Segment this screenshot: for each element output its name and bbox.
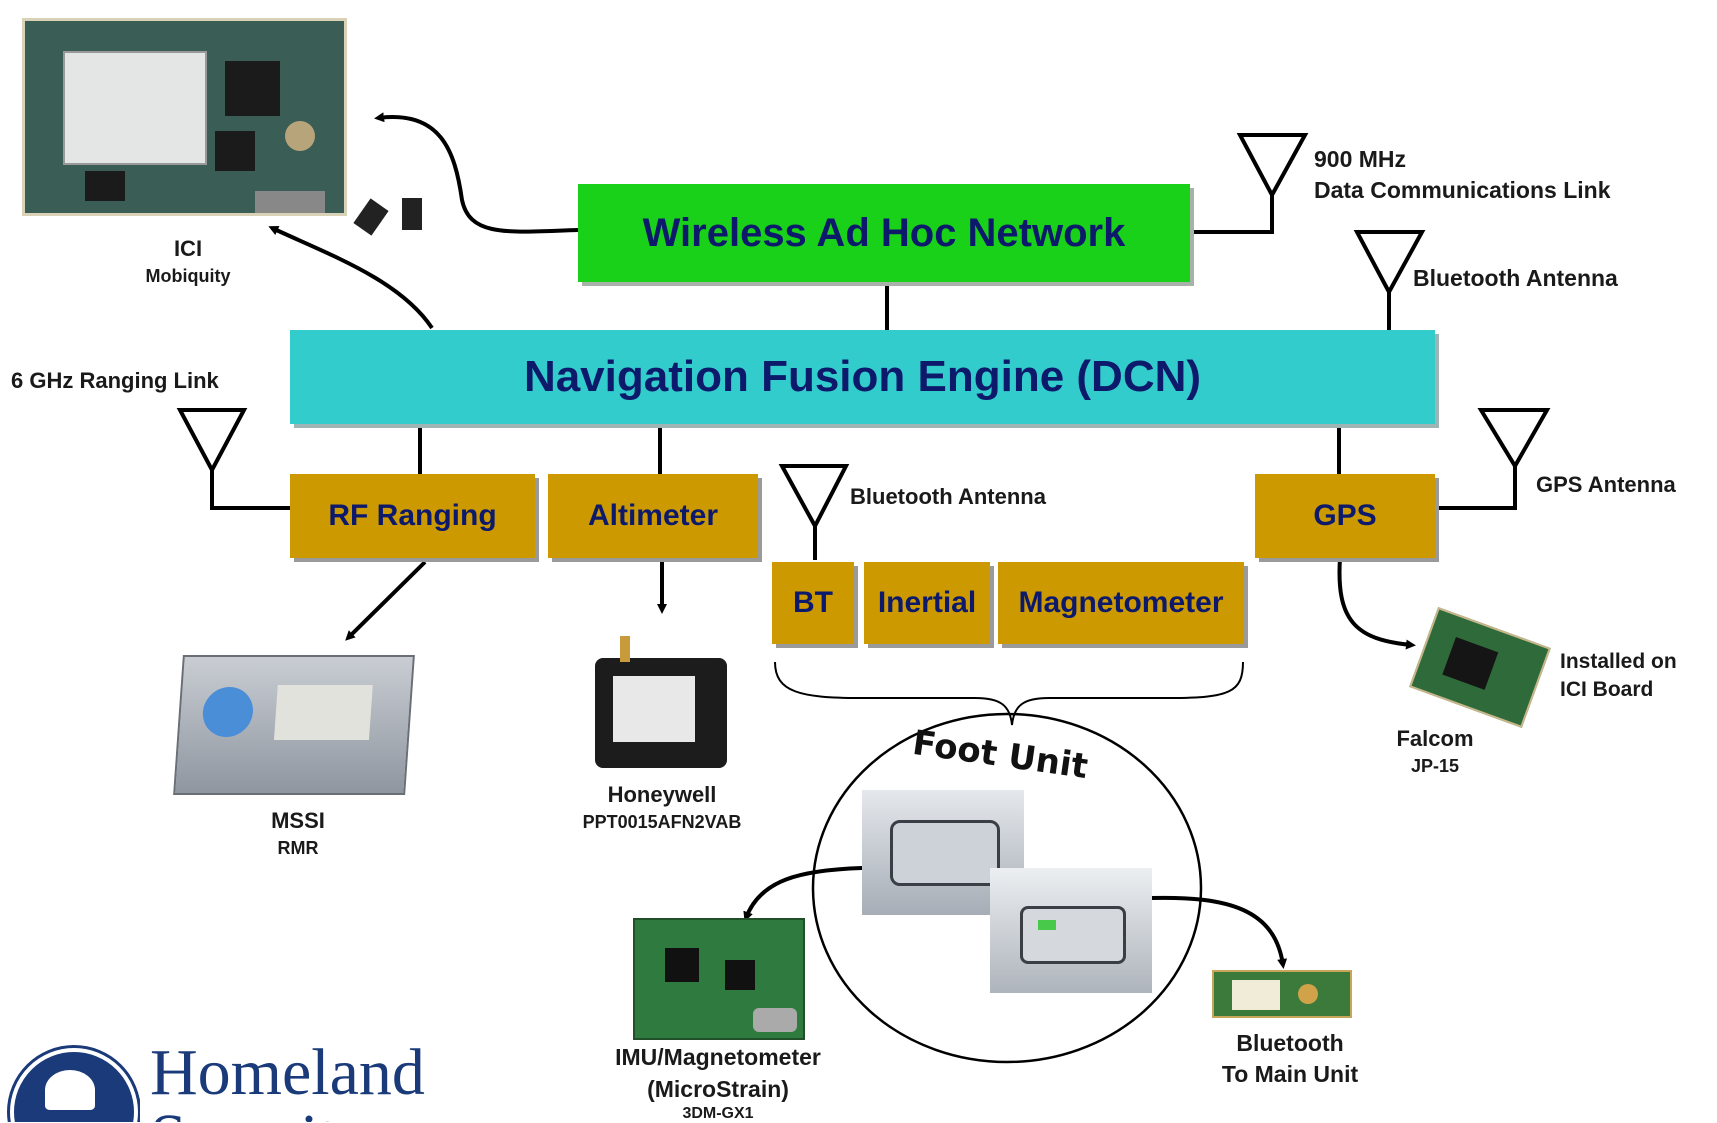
security-logo-word: Security [150, 1105, 370, 1122]
falcom-installed-note-2: ICI Board [1560, 678, 1654, 701]
data-communications-link-label: Data Communications Link [1314, 177, 1611, 203]
homeland-logo-word: Homeland [150, 1036, 425, 1109]
inertial-box: Inertial [864, 562, 990, 644]
ici-model-label: Mobiquity [145, 266, 231, 286]
security-logo-clip: Security [150, 1105, 410, 1122]
bluetooth-device-line1: Bluetooth [1236, 1030, 1344, 1056]
bluetooth-module-image [1212, 970, 1352, 1018]
ici-name-label: ICI [173, 236, 203, 261]
mssi-model-label: RMR [277, 838, 319, 858]
900mhz-label: 900 MHz [1314, 146, 1407, 172]
gps-antenna-label: GPS Antenna [1536, 472, 1676, 497]
imu-microstrain-image [633, 918, 805, 1040]
mssi-rmr-image [173, 655, 415, 795]
bt-box: BT [772, 562, 854, 644]
honeywell-name-label: Honeywell [607, 782, 717, 807]
imu-line1-label: IMU/Magnetometer [615, 1044, 821, 1070]
wireless-network-box: Wireless Ad Hoc Network [578, 184, 1190, 282]
imu-model-label: 3DM-GX1 [682, 1105, 754, 1122]
honeywell-sensor-image [595, 636, 727, 768]
mssi-name-label: MSSI [271, 808, 325, 833]
bluetooth-antenna-mid-label: Bluetooth Antenna [850, 484, 1046, 509]
imu-line2-label: (MicroStrain) [647, 1076, 789, 1102]
bluetooth-device-line2: To Main Unit [1221, 1061, 1359, 1087]
magnetometer-box: Magnetometer [998, 562, 1244, 644]
falcom-installed-note-1: Installed on [1560, 650, 1677, 673]
ici-board-image [22, 18, 347, 216]
rf-ranging-box: RF Ranging [290, 474, 535, 558]
falcom-name-label: Falcom [1396, 726, 1474, 751]
6ghz-ranging-link-label: 6 GHz Ranging Link [11, 368, 219, 393]
navigation-fusion-engine-box: Navigation Fusion Engine (DCN) [290, 330, 1435, 424]
ici-antenna-cables-image [353, 188, 430, 240]
bluetooth-antenna-top-label: Bluetooth Antenna [1413, 265, 1618, 291]
gps-box: GPS [1255, 474, 1435, 558]
altimeter-box: Altimeter [548, 474, 758, 558]
honeywell-model-label: PPT0015AFN2VAB [582, 812, 742, 832]
falcom-model-label: JP-15 [1410, 756, 1460, 776]
dhs-seal-logo [0, 1040, 140, 1122]
foot-unit-image-2 [990, 868, 1152, 993]
